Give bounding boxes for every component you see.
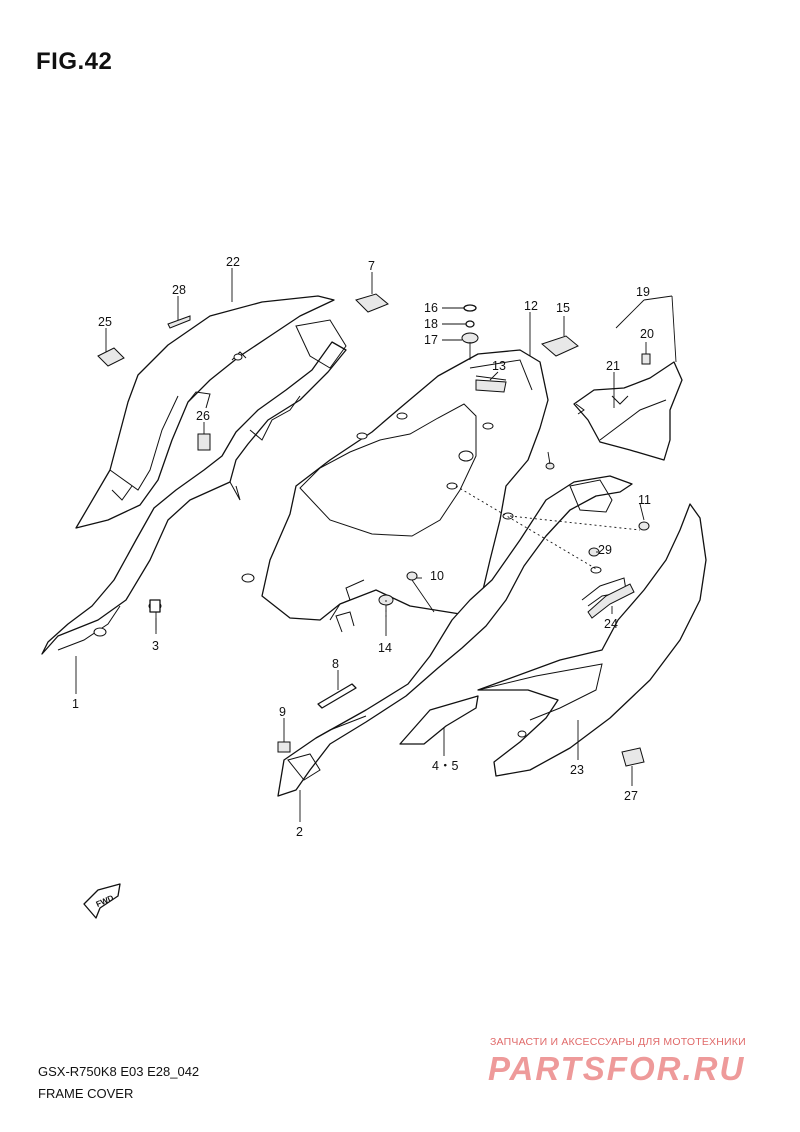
callout-18: 19: [636, 285, 650, 299]
part-8-nut[interactable]: [277, 741, 291, 753]
callout-20: 21: [606, 359, 620, 373]
callout-17: 18: [424, 317, 438, 331]
callout-28: 29: [598, 543, 612, 557]
part-28-screw[interactable]: [588, 547, 600, 557]
part-20-rear-bracket[interactable]: [573, 361, 683, 461]
part-23-emblem[interactable]: [587, 583, 635, 619]
callout-3: 3: [152, 639, 159, 653]
part-27-label[interactable]: [167, 315, 191, 329]
callout-1: 1: [72, 697, 79, 711]
callout-6: 7: [368, 259, 375, 273]
watermark-logo: PARTSFOR.RU: [488, 1050, 746, 1087]
part-11-seat-tail-cover[interactable]: [241, 349, 549, 633]
figure-caption: FRAME COVER: [38, 1086, 134, 1101]
part-10-screw[interactable]: [638, 521, 650, 531]
callout-15: 16: [424, 301, 438, 315]
part-2-right-frame-cover[interactable]: [277, 475, 633, 797]
callout-22: 23: [570, 763, 584, 777]
callout-25: 26: [196, 409, 210, 423]
callout-4-5: 4・5: [432, 759, 458, 773]
part-7-stripe[interactable]: [317, 683, 357, 709]
part-15-16-17-bolt-stack[interactable]: [461, 304, 479, 360]
callout-19: 20: [640, 327, 654, 341]
callout-24: 25: [98, 315, 112, 329]
callout-13: 14: [378, 641, 392, 655]
callout-10: 11: [638, 493, 651, 507]
part-4-5-emblem[interactable]: [399, 695, 479, 745]
part-14-label[interactable]: [541, 335, 579, 357]
callout-8: 9: [279, 705, 286, 719]
callout-23: 24: [604, 617, 618, 631]
callout-14: 15: [556, 301, 570, 315]
watermark-tagline: ЗАПЧАСТИ И АКСЕССУАРЫ ДЛЯ МОТОТЕХНИКИ: [490, 1036, 746, 1048]
callout-9: 10: [430, 569, 444, 583]
callout-11: 12: [524, 299, 538, 313]
callout-12: 13: [492, 359, 506, 373]
part-24-label[interactable]: [97, 347, 125, 367]
callout-26: 27: [624, 789, 638, 803]
callout-21: 22: [226, 255, 240, 269]
part-26-label[interactable]: [621, 747, 645, 767]
callout-layer: 22 28 25 26 7 16 18 17 12 15 13: [72, 255, 677, 839]
callout-27: 28: [172, 283, 186, 297]
part-19-clip[interactable]: [641, 353, 651, 365]
part-9-screw[interactable]: [406, 571, 435, 613]
callout-7: 8: [332, 657, 339, 671]
figure-title: FIG.42: [36, 48, 113, 75]
callout-16: 17: [424, 333, 438, 347]
part-22-right-upper-cover[interactable]: [477, 503, 707, 777]
callout-2: 2: [296, 825, 303, 839]
model-code: GSX-R750K8 E03 E28_042: [38, 1064, 200, 1079]
part-12-emblem[interactable]: [475, 379, 507, 393]
part-6-label[interactable]: [355, 293, 389, 313]
part-3-screw[interactable]: [148, 599, 162, 630]
part-1-left-frame-cover[interactable]: [41, 319, 347, 655]
part-21-left-upper-cover[interactable]: [75, 295, 335, 529]
part-25-label[interactable]: [197, 433, 211, 451]
forward-arrow-icon: FWD: [83, 883, 121, 919]
